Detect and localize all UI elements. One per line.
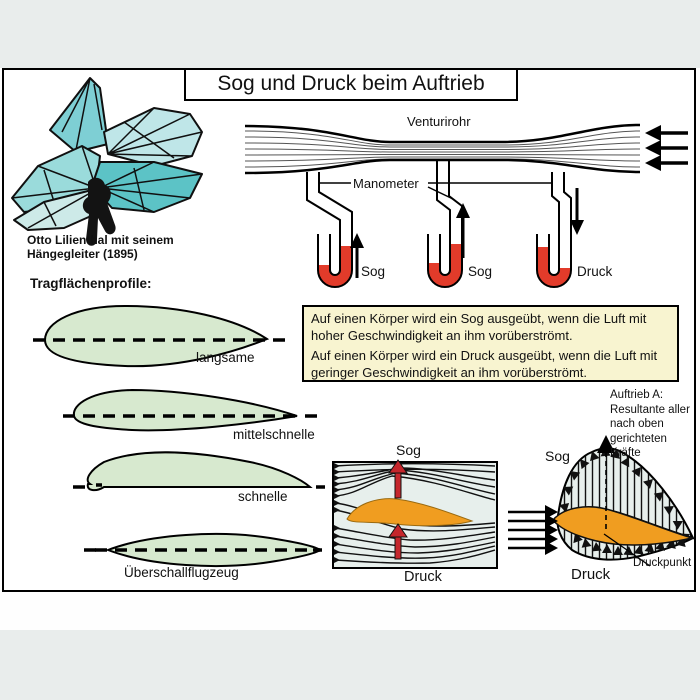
flow-sog-label: Sog (396, 442, 421, 458)
profile-label-mittelschnelle: mittelschnelle (233, 427, 315, 442)
pressure-druck-label: Druck (571, 566, 611, 583)
info-sentence-sog: Auf einen Körper wird ein Sog ausgeübt, … (311, 311, 647, 343)
profile-label-schnelle: schnelle (238, 489, 288, 504)
page-title: Sog und Druck beim Auftrieb (184, 68, 518, 101)
profile-label-langsame: langsame (196, 350, 255, 365)
note-line-5: Kräfte (610, 447, 641, 460)
hang-glider-illustration (11, 77, 203, 246)
pilot-silhouette (82, 177, 116, 246)
airfoil-orange (346, 498, 474, 527)
glider-caption-line2: Hängegleiter (1895) (27, 246, 138, 261)
profiles-heading: Tragflächenprofile: (30, 276, 152, 291)
glider-caption: Otto Lilienthal mit seinem Hängegleiter … (27, 233, 174, 261)
glider-caption-line1: Otto Lilienthal mit seinem (27, 233, 174, 247)
note-line-1: Auftrieb A: (610, 389, 664, 401)
flow-diagram (332, 459, 498, 569)
note-line-4: gerichteten (610, 432, 667, 445)
gauge-label-druck: Druck (577, 264, 613, 279)
venturi-diagram (244, 123, 688, 288)
note-line-2: Resultante aller (610, 403, 690, 416)
gauge-label-sog-1: Sog (361, 264, 386, 279)
pressure-diagram (508, 435, 695, 567)
druckpunkt-line (603, 533, 651, 567)
profile-label-ueberschall: Überschallflugzeug (124, 565, 239, 580)
inflow-arrows (508, 510, 546, 550)
venturi-label: Venturirohr (407, 114, 471, 129)
pressure-sog-label: Sog (545, 448, 570, 464)
inflow-arrows (660, 131, 688, 165)
auftrieb-note: Auftrieb A: Resultante aller nach oben g… (610, 388, 700, 461)
manometer-label: Manometer (353, 176, 419, 191)
manometer-gauges (317, 234, 572, 288)
sog-arrow (388, 459, 408, 499)
info-sentence-druck: Auf einen Körper wird ein Druck ausgeübt… (311, 348, 658, 380)
druck-arrow (388, 523, 408, 560)
druckpunkt-label: Druckpunkt (633, 557, 692, 569)
info-box: Auf einen Körper wird ein Sog ausgeübt, … (302, 305, 679, 382)
gauge-label-sog-2: Sog (468, 264, 493, 279)
resultant-arrowhead (597, 435, 615, 453)
streamline-arrowheads (334, 463, 340, 563)
airfoil-profiles (33, 304, 325, 567)
flow-druck-label: Druck (404, 569, 442, 585)
note-line-3: nach oben (610, 418, 664, 431)
airfoil-orange (553, 506, 695, 546)
